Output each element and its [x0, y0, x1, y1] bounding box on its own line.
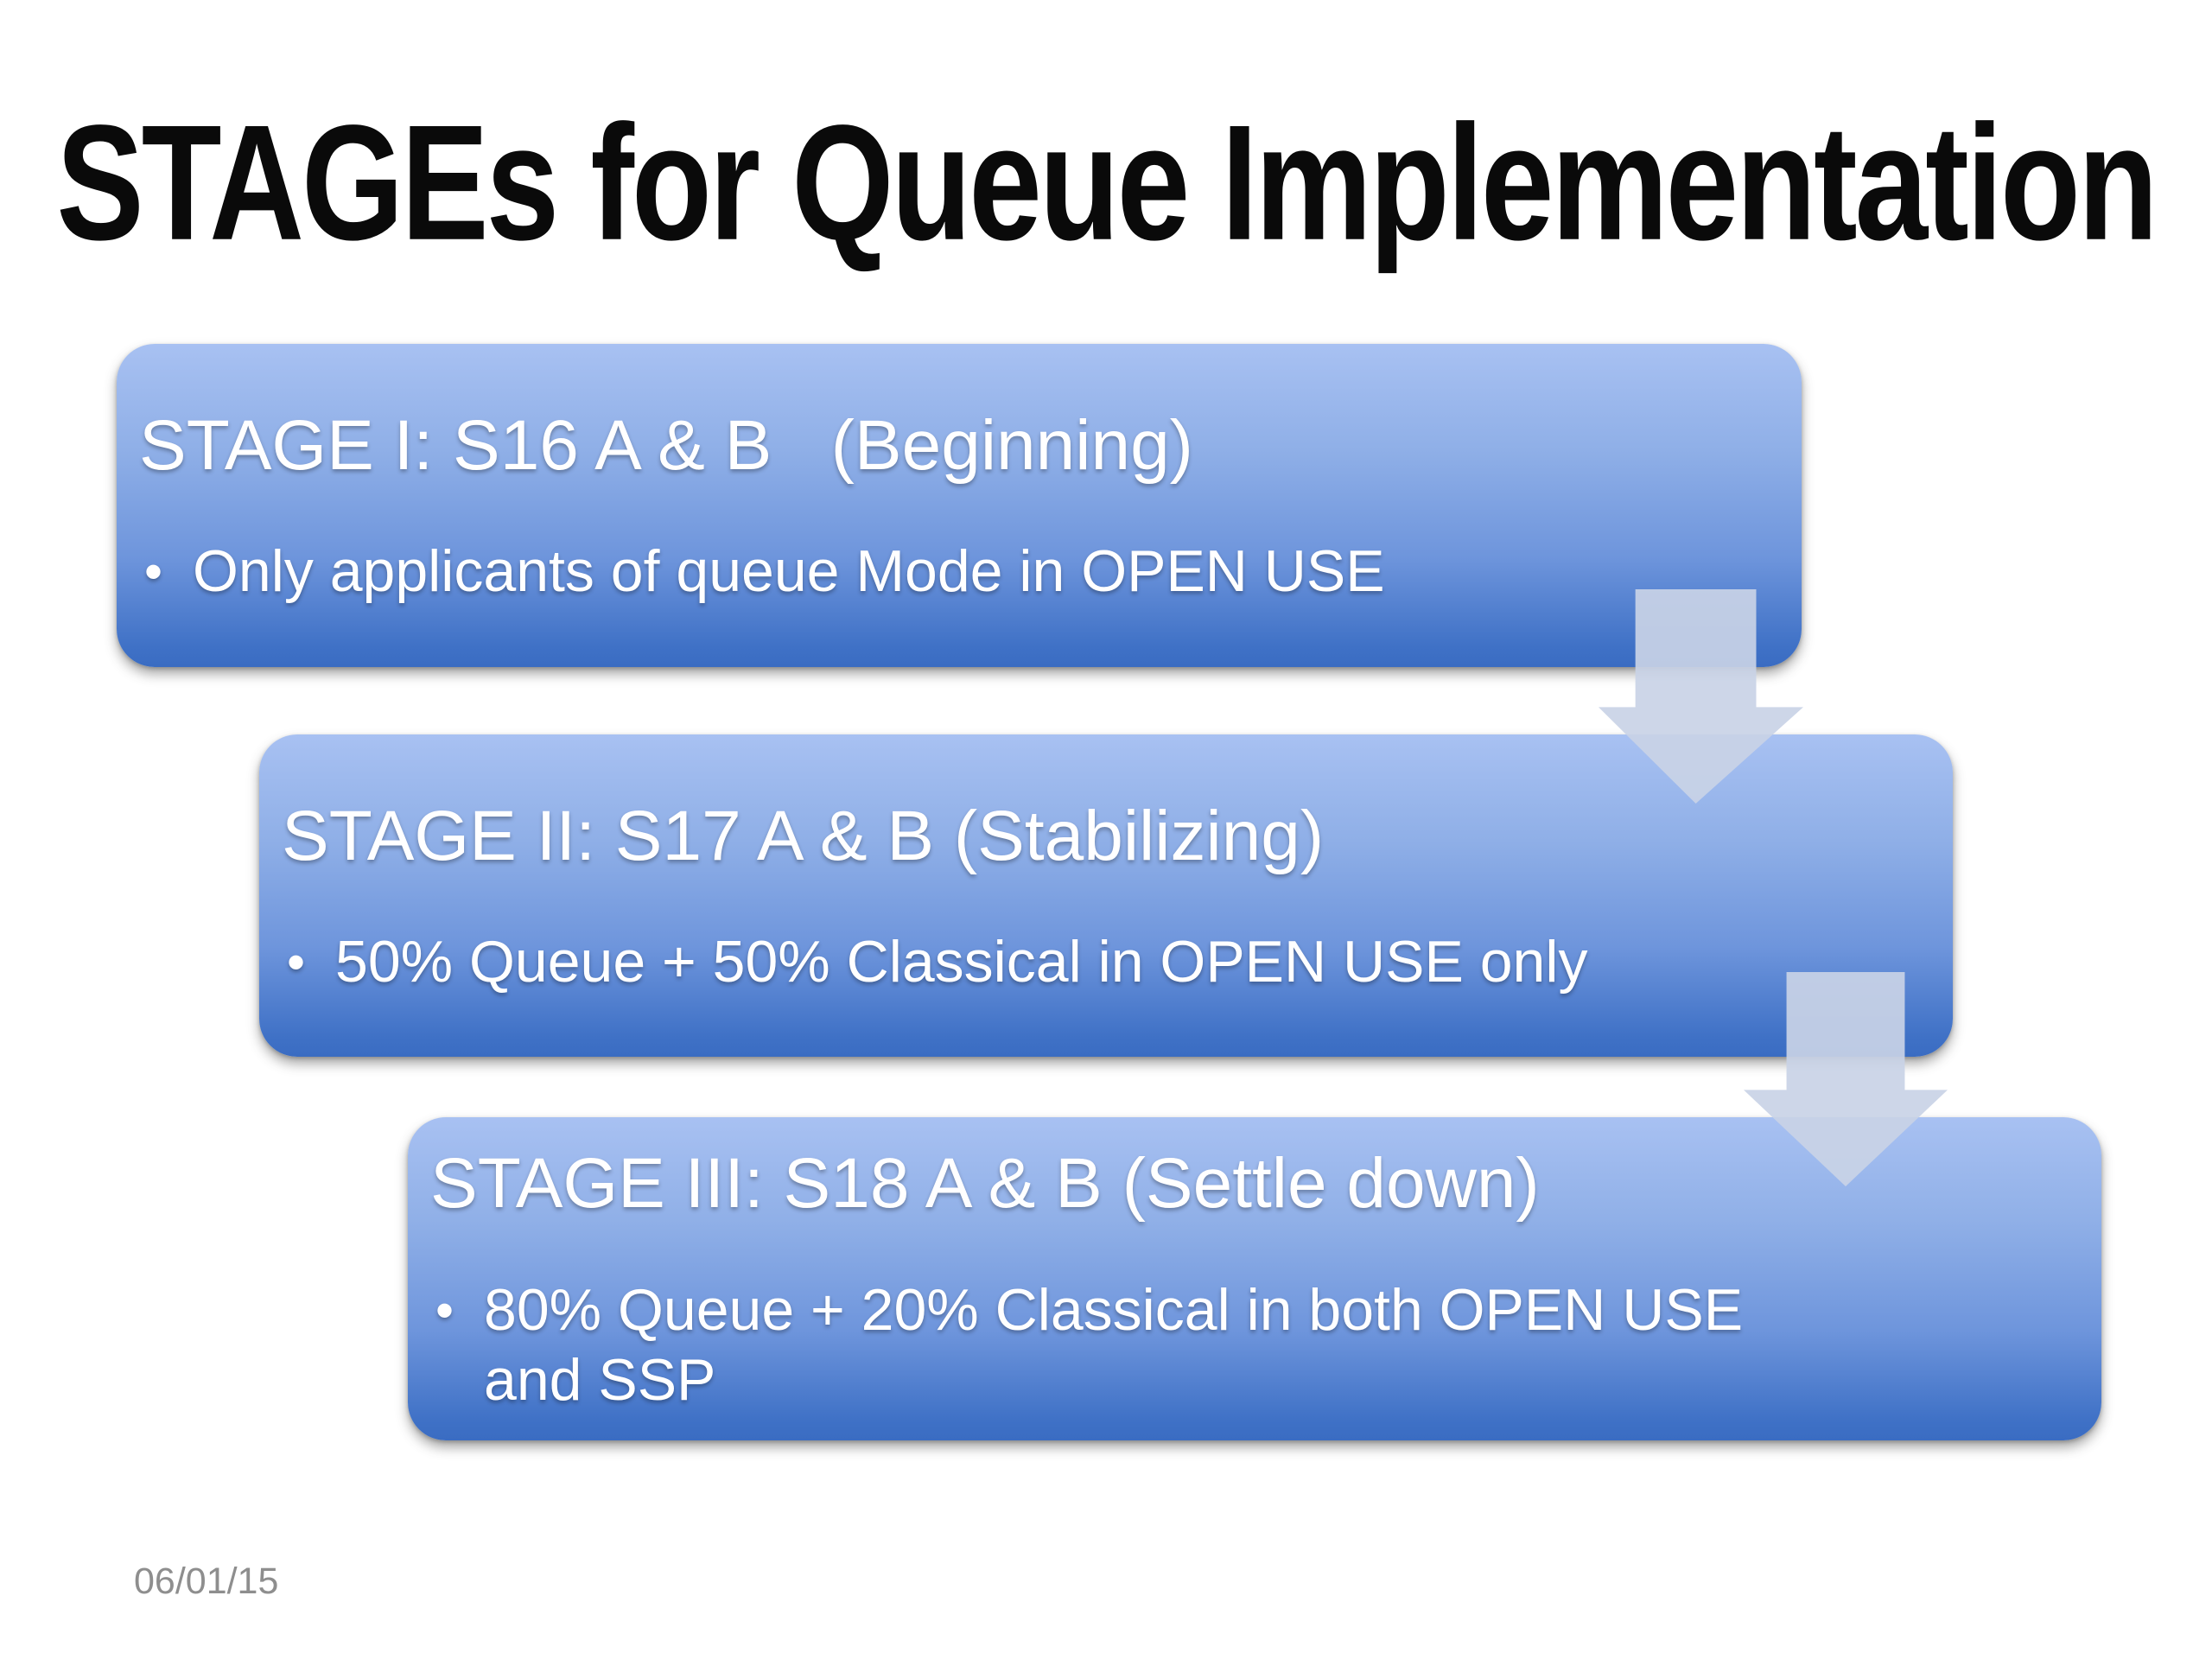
stage-3-bullet-item: • 80% Queue + 20% Classical in both OPEN…: [430, 1275, 2041, 1416]
stage-3-heading: STAGE III: S18 A & B (Settle down): [430, 1144, 1540, 1224]
stage-1-box: STAGE I: S16 A & B (Beginning) • Only ap…: [117, 344, 1802, 667]
stage-2-bullet-text: 50% Queue + 50% Classical in OPEN USE on…: [335, 928, 1588, 995]
stage-1-bullet-item: • Only applicants of queue Mode in OPEN …: [139, 537, 1741, 607]
stage-3-box: STAGE III: S18 A & B (Settle down) • 80%…: [408, 1117, 2101, 1440]
stage-2-heading: STAGE II: S17 A & B (Stabilizing): [282, 796, 1325, 875]
bullet-dot-icon: •: [435, 1281, 454, 1339]
bullet-dot-icon: •: [287, 932, 306, 991]
stage-2-box: STAGE II: S17 A & B (Stabilizing) • 50% …: [259, 734, 1953, 1057]
stage-1-bullet-text: Only applicants of queue Mode in OPEN US…: [193, 538, 1385, 605]
stage-1-heading: STAGE I: S16 A & B (Beginning): [139, 406, 1193, 485]
slide-title: STAGEs for Queue Implementation: [56, 91, 2158, 276]
date-footer: 06/01/15: [134, 1560, 279, 1602]
stage-3-bullet-text: 80% Queue + 20% Classical in both OPEN U…: [484, 1276, 1744, 1414]
stage-2-bullet-item: • 50% Queue + 50% Classical in OPEN USE …: [282, 927, 1892, 998]
bullet-dot-icon: •: [144, 543, 163, 601]
